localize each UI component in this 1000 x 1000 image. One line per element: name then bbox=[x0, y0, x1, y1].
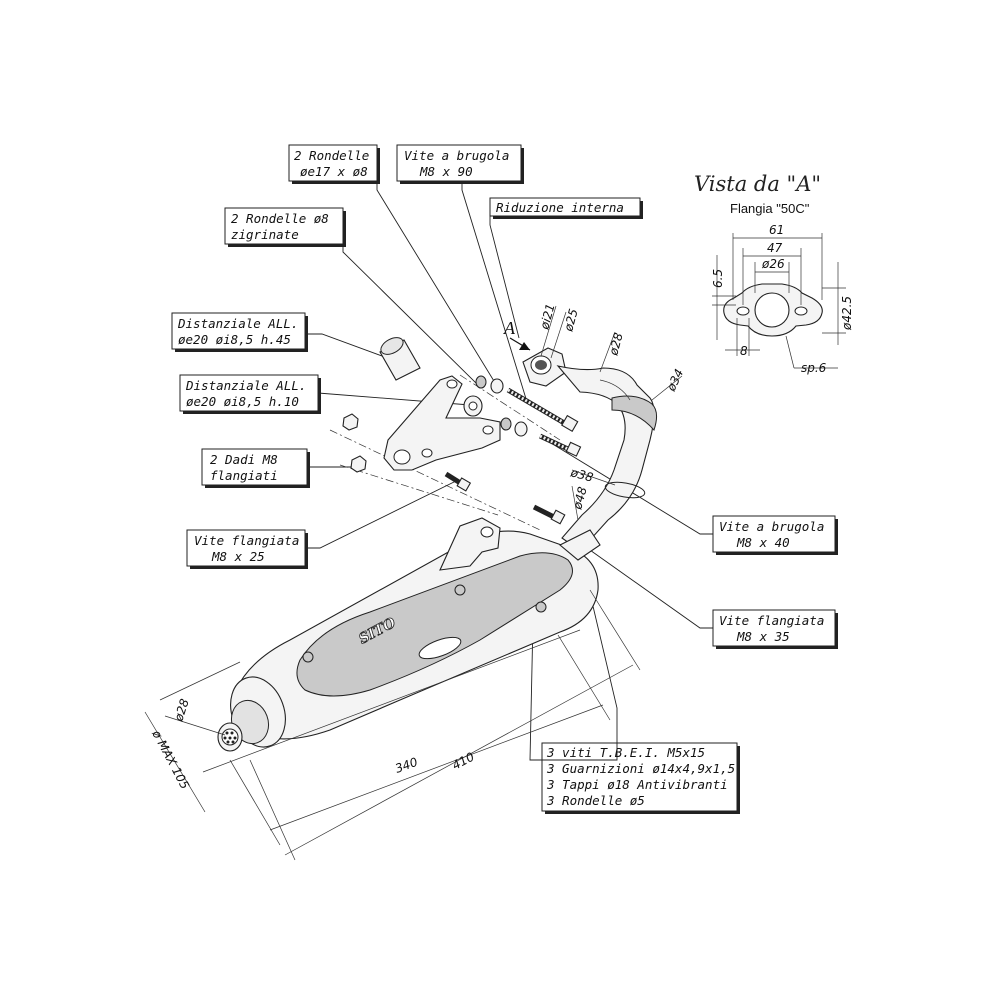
svg-text:ø MAX 105: ø MAX 105 bbox=[149, 727, 192, 792]
dim-bore-26: ø26 bbox=[761, 257, 785, 271]
svg-text:øe17 x ø8: øe17 x ø8 bbox=[300, 164, 368, 179]
flange-bore bbox=[754, 292, 790, 328]
svg-text:Distanziale ALL.: Distanziale ALL. bbox=[185, 378, 306, 393]
svg-text:340: 340 bbox=[393, 755, 420, 776]
bolt-m8x90 bbox=[506, 387, 579, 432]
svg-text:Vite flangiata: Vite flangiata bbox=[194, 533, 299, 548]
grommet bbox=[454, 584, 466, 596]
header-tube bbox=[556, 365, 655, 549]
svg-text:M8 x 90: M8 x 90 bbox=[419, 164, 473, 179]
header-pipe bbox=[522, 347, 658, 549]
dim-hole-8: 8 bbox=[740, 344, 748, 358]
callout-riduzione-interna: Riduzione interna bbox=[489, 197, 643, 219]
svg-text:zigrinate: zigrinate bbox=[231, 227, 299, 242]
mount-bracket bbox=[383, 375, 501, 471]
svg-text:Vite a brugola: Vite a brugola bbox=[404, 148, 509, 163]
svg-text:M8 x 40: M8 x 40 bbox=[736, 535, 790, 550]
bolt-m8x35 bbox=[532, 504, 566, 525]
svg-text:3 Guarnizioni ø14x4,9x1,5: 3 Guarnizioni ø14x4,9x1,5 bbox=[546, 761, 735, 776]
svg-text:M8 x 35: M8 x 35 bbox=[736, 629, 790, 644]
dim-61: 61 bbox=[769, 223, 784, 237]
dim-47: 47 bbox=[767, 241, 783, 255]
svg-text:øi21: øi21 bbox=[537, 302, 557, 332]
flange-view-subtitle: Flangia "50C" bbox=[730, 201, 810, 216]
callout-distanziale-h10: Distanziale ALL. øe20 øi8,5 h.10 bbox=[179, 374, 321, 414]
callout-vite-flangiata-m8x25: Vite flangiata M8 x 25 bbox=[186, 529, 308, 569]
svg-text:2 Dadi M8: 2 Dadi M8 bbox=[210, 452, 278, 467]
view-arrow-a: A bbox=[503, 318, 531, 351]
grommet bbox=[535, 601, 547, 613]
flange-view-title: Vista da "A" bbox=[694, 172, 821, 196]
dim-sp6: sp.6 bbox=[801, 361, 827, 375]
svg-text:A: A bbox=[503, 318, 516, 338]
callout-2-rondelle: 2 Rondelle øe17 x ø8 bbox=[288, 144, 380, 184]
svg-text:3 Tappi ø18 Antivibranti: 3 Tappi ø18 Antivibranti bbox=[546, 777, 728, 792]
svg-text:3 Rondelle ø5: 3 Rondelle ø5 bbox=[546, 793, 645, 808]
grommet bbox=[302, 651, 314, 663]
muffler: SITO bbox=[217, 517, 601, 752]
callout-kit-list: 3 viti T.B.E.I. M5x15 3 Guarnizioni ø14x… bbox=[541, 742, 740, 814]
washers bbox=[475, 375, 528, 437]
svg-text:Vite a brugola: Vite a brugola bbox=[719, 519, 824, 534]
svg-text:ø28: ø28 bbox=[171, 697, 192, 724]
oval-badge bbox=[418, 636, 462, 660]
svg-text:Distanziale ALL.: Distanziale ALL. bbox=[177, 316, 298, 331]
callout-vite-brugola-m8x90: Vite a brugola M8 x 90 bbox=[396, 144, 524, 184]
svg-text:Riduzione interna: Riduzione interna bbox=[496, 200, 624, 215]
svg-text:3 viti T.B.E.I. M5x15: 3 viti T.B.E.I. M5x15 bbox=[546, 745, 705, 760]
svg-text:M8 x 25: M8 x 25 bbox=[211, 549, 265, 564]
flange-hole-left bbox=[736, 306, 750, 316]
svg-text:ø28: ø28 bbox=[606, 331, 626, 358]
dim-6-5: 6.5 bbox=[711, 269, 725, 288]
callout-rondelle-zigrinate: 2 Rondelle ø8 zigrinate bbox=[224, 207, 346, 247]
svg-text:øe20 øi8,5 h.10: øe20 øi8,5 h.10 bbox=[186, 394, 299, 409]
flange-hole-right bbox=[794, 306, 808, 316]
svg-text:2 Rondelle: 2 Rondelle bbox=[294, 148, 369, 163]
callout-vite-brugola-m8x40: Vite a brugola M8 x 40 bbox=[712, 515, 838, 555]
svg-text:Vite flangiata: Vite flangiata bbox=[719, 613, 824, 628]
svg-text:ø34: ø34 bbox=[664, 367, 687, 394]
nuts-m8 bbox=[342, 413, 367, 473]
svg-text:øe20 øi8,5 h.45: øe20 øi8,5 h.45 bbox=[178, 332, 291, 347]
bolt-m8x25 bbox=[444, 471, 472, 492]
callout-dadi-m8: 2 Dadi M8 flangiati bbox=[201, 448, 310, 488]
leader-lines bbox=[305, 163, 713, 761]
callout-distanziale-h45: Distanziale ALL. øe20 øi8,5 h.45 bbox=[171, 312, 308, 352]
svg-text:flangiati: flangiati bbox=[210, 468, 278, 483]
svg-text:410: 410 bbox=[450, 749, 477, 772]
svg-text:2 Rondelle ø8: 2 Rondelle ø8 bbox=[231, 211, 329, 226]
flange-detail-view: Vista da "A" Flangia "50C" 61 47 ø26 6.5… bbox=[694, 172, 854, 375]
svg-text:ø38: ø38 bbox=[568, 465, 595, 485]
svg-text:ø48: ø48 bbox=[570, 485, 590, 512]
spacer-h45 bbox=[379, 337, 421, 381]
spacer-h10 bbox=[463, 395, 483, 417]
dim-42-5: ø42.5 bbox=[840, 296, 854, 331]
callout-vite-flangiata-m8x35: Vite flangiata M8 x 35 bbox=[712, 609, 838, 649]
svg-text:ø25: ø25 bbox=[561, 307, 581, 333]
bolt-m8x40 bbox=[538, 433, 582, 457]
